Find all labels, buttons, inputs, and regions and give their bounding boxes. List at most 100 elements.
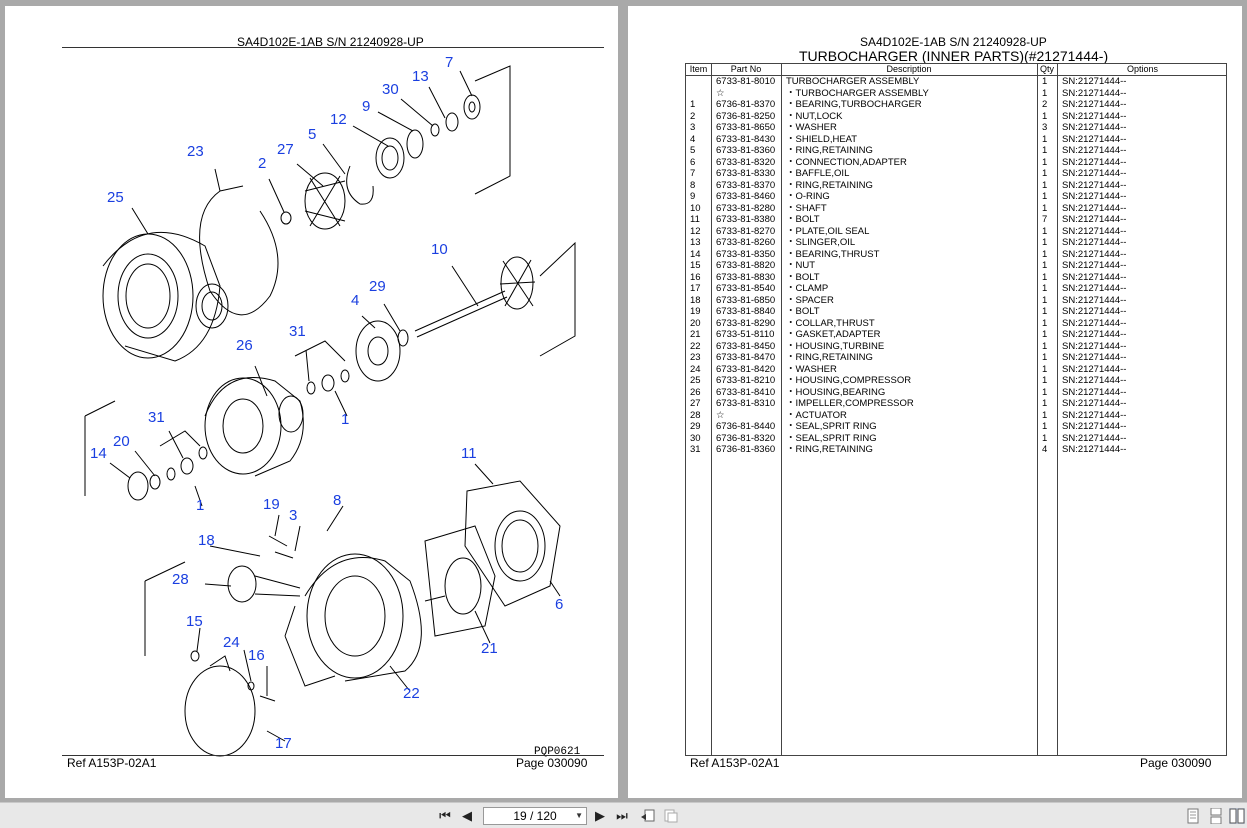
continuous-page-icon[interactable]	[1208, 808, 1224, 824]
part-no-cell: 6733-81-8320	[716, 156, 776, 168]
qty-cell: 1	[1042, 375, 1048, 386]
qty-cell: 1	[1042, 352, 1048, 363]
callout-label: 2	[258, 155, 266, 172]
qty-cell: 1	[1042, 156, 1048, 168]
two-page-icon[interactable]	[1229, 808, 1245, 824]
options-cell: SN:21271444--	[1062, 87, 1127, 99]
description-cell: ・SLINGER,OIL	[786, 237, 856, 248]
part-no-cell: 6733-81-8210	[716, 375, 776, 386]
qty-cell: 1	[1042, 179, 1048, 191]
part-no-cell: 6733-81-8430	[716, 133, 776, 145]
item-cell: 24	[690, 363, 701, 375]
callout-label: 16	[248, 647, 265, 664]
part-no-cell: 6733-81-8820	[716, 260, 776, 271]
part-no-cell: 6733-81-8270	[716, 225, 776, 237]
part-no-cell: 6733-81-8280	[716, 202, 776, 214]
options-cell: SN:21271444--	[1062, 156, 1127, 168]
ref-label: Ref A153P-02A1	[67, 756, 157, 770]
qty-cell: 1	[1042, 191, 1048, 202]
chevron-down-icon[interactable]: ▼	[575, 811, 583, 820]
footer-rule	[62, 755, 604, 756]
callout-label: 11	[461, 445, 477, 462]
qty-cell: 7	[1042, 214, 1048, 225]
callout-label: 4	[351, 292, 359, 309]
part-no-cell: 6736-81-8360	[716, 444, 776, 455]
first-page-button[interactable]: ⏮	[439, 808, 451, 823]
part-no-cell: 6736-81-8250	[716, 110, 776, 122]
single-page-icon[interactable]	[1185, 808, 1201, 824]
callout-label: 18	[198, 532, 215, 549]
qty-cell: 1	[1042, 237, 1048, 248]
callout-label: 25	[107, 189, 124, 206]
description-cell: ・SPACER	[786, 294, 834, 306]
parts-table: Item Part No Description Qty Options 673…	[685, 63, 1227, 756]
options-cell: SN:21271444--	[1062, 317, 1127, 329]
description-cell: ・BOLT	[786, 306, 820, 317]
options-cell: SN:21271444--	[1062, 421, 1127, 432]
description-cell: ・COLLAR,THRUST	[786, 317, 875, 329]
page-number-field[interactable]: 19 / 120 ▼	[483, 807, 587, 825]
qty-cell: 4	[1042, 444, 1048, 455]
description-cell: ・RING,RETAINING	[786, 444, 873, 455]
options-cell: SN:21271444--	[1062, 294, 1127, 306]
description-cell: ・WASHER	[786, 122, 837, 133]
item-cell: 17	[690, 283, 701, 294]
callout-label: 23	[187, 143, 204, 160]
options-cell: SN:21271444--	[1062, 432, 1127, 444]
part-no-cell: 6733-81-8310	[716, 398, 776, 409]
part-no-cell: 6736-81-8440	[716, 421, 776, 432]
description-cell: ・SEAL,SPRIT RING	[786, 421, 877, 432]
item-cell: 22	[690, 340, 701, 352]
last-page-button[interactable]: ⏭	[616, 808, 628, 823]
part-no-cell: 6733-81-8010	[716, 76, 776, 87]
options-cell: SN:21271444--	[1062, 133, 1127, 145]
options-cell: SN:21271444--	[1062, 145, 1127, 156]
column-header-item: Item	[689, 64, 708, 74]
qty-cell: 1	[1042, 409, 1048, 421]
part-no-cell: ☆	[716, 87, 725, 99]
description-cell: ・RING,RETAINING	[786, 179, 873, 191]
callout-label: 27	[277, 141, 294, 158]
part-no-cell: 6733-51-8110	[716, 329, 775, 340]
part-no-cell: 6733-81-6850	[716, 294, 776, 306]
callout-label: 1	[341, 411, 349, 428]
back-view-icon[interactable]	[640, 808, 656, 824]
page-number-value: 19 / 120	[513, 809, 557, 823]
callout-label: 12	[330, 111, 347, 128]
part-no-cell: 6733-81-8450	[716, 340, 776, 352]
qty-cell: 1	[1042, 398, 1048, 409]
qty-cell: 2	[1042, 99, 1048, 110]
callout-label: 20	[113, 433, 130, 450]
qty-cell: 1	[1042, 306, 1048, 317]
part-no-cell: 6733-81-8830	[716, 271, 776, 283]
item-cell: 6	[690, 156, 696, 168]
description-cell: ・IMPELLER,COMPRESSOR	[786, 398, 914, 409]
description-cell: ・RING,RETAINING	[786, 145, 873, 156]
parts-list-page: SA4D102E-1AB S/N 21240928-UP TURBOCHARGE…	[628, 6, 1242, 798]
item-cell: 5	[690, 145, 696, 156]
qty-cell: 1	[1042, 294, 1048, 306]
previous-page-button[interactable]: ◀	[462, 808, 472, 823]
callout-label: 22	[403, 685, 420, 702]
callout-label: 13	[412, 68, 429, 85]
item-cell: 26	[690, 386, 701, 398]
item-cell: 23	[690, 352, 701, 363]
options-cell: SN:21271444--	[1062, 352, 1127, 363]
description-cell: ・SHAFT	[786, 202, 827, 214]
item-cell: 8	[690, 179, 696, 191]
part-no-cell: 6736-81-8370	[716, 99, 776, 110]
next-page-button[interactable]: ▶	[595, 808, 605, 823]
title-rule	[62, 47, 604, 48]
qty-cell: 1	[1042, 421, 1048, 432]
options-cell: SN:21271444--	[1062, 444, 1127, 455]
description-cell: ・CONNECTION,ADAPTER	[786, 156, 907, 168]
forward-view-icon[interactable]	[663, 808, 679, 824]
description-cell: ・SEAL,SPRIT RING	[786, 432, 877, 444]
diagram-page-title: SA4D102E-1AB S/N 21240928-UP	[237, 35, 424, 49]
